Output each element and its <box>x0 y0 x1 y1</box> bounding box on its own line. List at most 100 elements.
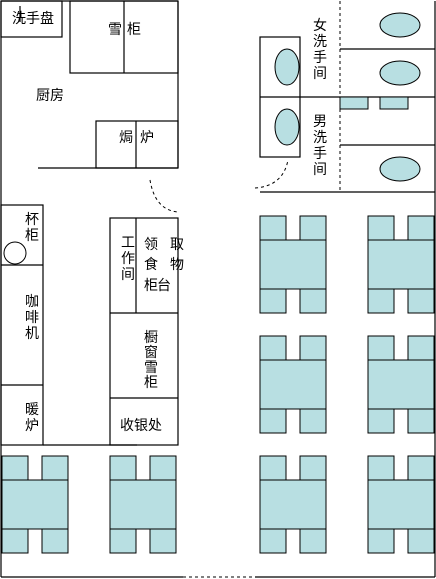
chair <box>109 526 137 554</box>
svg-text:啡: 啡 <box>25 310 39 326</box>
dining-table <box>259 239 327 290</box>
chair <box>259 455 287 483</box>
chair <box>41 455 69 483</box>
chair <box>299 335 327 363</box>
chair <box>407 335 435 363</box>
table-set <box>367 215 435 314</box>
svg-text:炉: 炉 <box>25 418 39 434</box>
svg-text:暖: 暖 <box>25 402 39 418</box>
chair <box>407 286 435 314</box>
svg-text:物: 物 <box>170 257 184 273</box>
chair <box>299 215 327 243</box>
dining-table <box>367 359 435 410</box>
chair <box>41 526 69 554</box>
cup-cabinet-label: 杯 柜 <box>25 212 39 244</box>
kitchen-area: 洗手盘 雪 柜 厨房 焗 炉 <box>0 0 179 213</box>
svg-text:手: 手 <box>313 50 327 66</box>
svg-text:咖: 咖 <box>25 294 39 310</box>
chair <box>1 526 29 554</box>
chair <box>259 335 287 363</box>
svg-text:窗: 窗 <box>144 344 158 361</box>
chair <box>407 215 435 243</box>
svg-text:间: 间 <box>121 267 135 283</box>
chair <box>109 455 137 483</box>
chair <box>367 286 395 314</box>
warmer-label: 暖 炉 <box>25 402 39 434</box>
chair <box>299 286 327 314</box>
toilet-icon <box>379 60 421 86</box>
display-fridge-label: 橱 窗 雪 柜 <box>144 330 158 391</box>
dining-table <box>1 479 69 530</box>
svg-text:食: 食 <box>144 256 158 273</box>
chair <box>367 406 395 434</box>
table-set <box>109 455 177 554</box>
fridge-label-2: 柜 <box>127 22 141 38</box>
svg-text:柜: 柜 <box>144 375 158 391</box>
cashier-label: 收银处 <box>120 418 162 434</box>
restroom-door-swing <box>254 159 289 189</box>
dining-table <box>259 479 327 530</box>
pickup-counter-label: 领 食 柜 取 物 台 <box>144 237 184 294</box>
chair <box>1 455 29 483</box>
table-set <box>367 455 435 554</box>
svg-text:橱: 橱 <box>144 330 158 346</box>
kitchen-door-swing <box>149 179 179 213</box>
fridge-label-1: 雪 <box>108 22 122 38</box>
table-set <box>259 455 327 554</box>
svg-text:机: 机 <box>25 326 39 342</box>
chair <box>367 215 395 243</box>
svg-text:柜: 柜 <box>144 278 158 294</box>
left-counter-box <box>0 204 44 446</box>
chair <box>407 406 435 434</box>
svg-text:洗: 洗 <box>313 34 327 50</box>
toilet-icon <box>379 12 421 38</box>
stove-box <box>95 120 179 169</box>
cup-icon <box>3 241 27 265</box>
chair <box>407 526 435 554</box>
dish-rack-label: 洗手盘 <box>12 10 54 27</box>
svg-text:领: 领 <box>144 237 158 253</box>
kitchen-label: 厨房 <box>36 88 64 104</box>
chair <box>259 215 287 243</box>
chair <box>299 526 327 554</box>
svg-text:取: 取 <box>170 237 184 253</box>
chair <box>367 455 395 483</box>
svg-text:柜: 柜 <box>25 228 39 244</box>
center-counter-box <box>109 217 179 446</box>
svg-text:雪: 雪 <box>144 360 158 376</box>
chair <box>259 286 287 314</box>
svg-text:杯: 杯 <box>25 212 39 228</box>
dining-table <box>367 239 435 290</box>
table-set <box>367 335 435 434</box>
left-counter: 杯 柜 咖 啡 机 暖 炉 <box>0 204 137 446</box>
table-set <box>1 455 69 554</box>
sink-icon <box>274 108 300 146</box>
coffee-machine-label: 咖 啡 机 <box>25 294 39 342</box>
chair <box>367 335 395 363</box>
svg-text:手: 手 <box>313 146 327 162</box>
svg-text:间: 间 <box>313 162 327 178</box>
restroom-area: 女 洗 手 间 男 洗 手 间 <box>254 12 435 193</box>
table-set <box>259 335 327 434</box>
svg-text:工: 工 <box>121 235 135 251</box>
svg-text:台: 台 <box>157 278 171 294</box>
workroom-label: 工 作 间 <box>121 235 135 283</box>
chair <box>259 406 287 434</box>
dining-table <box>109 479 177 530</box>
mens-restroom-label: 男 洗 手 间 <box>313 114 327 178</box>
dish-rack-box <box>0 0 63 38</box>
stove-label-2: 炉 <box>140 130 154 146</box>
chair <box>299 406 327 434</box>
svg-text:作: 作 <box>121 251 135 267</box>
chair <box>149 455 177 483</box>
dining-table <box>367 479 435 530</box>
womens-restroom-label: 女 洗 手 间 <box>313 17 327 82</box>
chair <box>259 526 287 554</box>
center-counter: 工 作 间 领 食 柜 取 物 台 橱 窗 雪 柜 收银处 <box>109 217 184 446</box>
chair <box>407 455 435 483</box>
dining-table <box>259 359 327 410</box>
svg-text:男: 男 <box>313 114 327 130</box>
chair <box>149 526 177 554</box>
table-set <box>259 215 327 314</box>
